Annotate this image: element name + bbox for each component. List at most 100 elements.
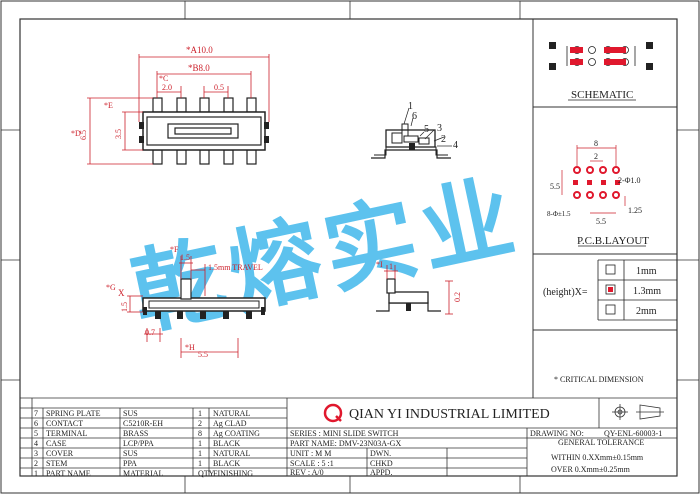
- callout-1: 1: [408, 101, 413, 112]
- pcb-r125: 1.25: [628, 206, 642, 215]
- bom-no-cell: 2: [34, 459, 38, 468]
- drawing-no-label: DRAWING NO:: [530, 429, 584, 438]
- top-view: *A10.0 *B8.0 *C 2.0 0.5 *D 6.5 *E 3.5: [71, 45, 270, 165]
- dim-side: 0.2: [453, 292, 462, 302]
- bom-no-cell: 4: [34, 439, 38, 448]
- company-logo: [323, 403, 343, 423]
- dim-a: *A10.0: [186, 45, 213, 55]
- schematic-diagram: [549, 42, 653, 101]
- dim-i: *I: [376, 260, 383, 269]
- bom-finish-cell: NATURAL: [213, 449, 250, 458]
- pcb-bot: 8-Φ±1.5: [547, 210, 571, 218]
- dim-f: *F: [170, 245, 179, 254]
- side-view: 1 6 5 3 2 4: [371, 101, 458, 159]
- bom-finish-cell: NATURAL: [213, 409, 250, 418]
- pcb-w8: 8: [594, 139, 598, 148]
- height-option-1-3mm: 1.3mm: [633, 286, 661, 297]
- bom-qty-cell: 2: [198, 419, 202, 428]
- projection-symbol: [612, 404, 664, 420]
- bom-material-cell: BRASS: [123, 429, 148, 438]
- tolerance-within: WITHIN 0.XXmm±0.15mm: [551, 453, 644, 462]
- tolerance-title: GENERAL TOLERANCE: [558, 438, 644, 447]
- height-option-2mm: 2mm: [636, 306, 657, 317]
- dim-e: *E: [104, 101, 113, 110]
- callout-2: 2: [441, 134, 446, 145]
- rev-text: REV : A/0: [290, 468, 324, 477]
- dim-c: *C: [159, 74, 168, 83]
- dim-d: *D: [71, 129, 81, 138]
- dim-travel: 1.5mm TRAVEL: [208, 263, 263, 272]
- bom-no-cell: 5: [34, 429, 38, 438]
- tolerance-over: OVER 0.Xmm±0.25mm: [551, 465, 631, 474]
- bom-part-cell: CASE: [46, 439, 67, 448]
- right-column-frame: [532, 19, 677, 398]
- pcb-w2: 2: [594, 152, 598, 161]
- dim-b: *B8.0: [188, 63, 210, 73]
- dim-seven: 0.7: [145, 328, 155, 337]
- dim-half: 0.5: [214, 83, 224, 92]
- critical-dimension-note: * CRITICAL DIMENSION: [554, 375, 644, 384]
- bom-qty-cell: 1: [198, 459, 202, 468]
- dim-d-value: 6.5: [79, 130, 88, 140]
- company-name: QIAN YI INDUSTRIAL LIMITED: [349, 407, 550, 422]
- bom-finish-cell: FINISHING: [213, 469, 253, 478]
- bom-no-cell: 3: [34, 449, 38, 458]
- bom-part-cell: COVER: [46, 449, 74, 458]
- bom-finish-cell: Ag CLAD: [213, 419, 247, 428]
- bom-material-cell: SUS: [123, 409, 138, 418]
- bom-material-cell: PPA: [123, 459, 137, 468]
- unit-text: UNIT : M M: [290, 449, 331, 458]
- height-option-1mm: 1mm: [636, 266, 657, 277]
- bom-material-cell: MATERIAL: [123, 469, 164, 478]
- title-block-frame: [20, 397, 677, 476]
- bom-no-cell: 1: [34, 469, 38, 478]
- dim-x: X: [118, 288, 125, 298]
- bom-finish-cell: BLACK: [213, 459, 240, 468]
- callout-6: 6: [412, 111, 417, 122]
- drawing-no: QY-ENL-60003-1: [604, 429, 662, 438]
- bom-part-cell: PART NAME: [46, 469, 91, 478]
- dim-f-value: 1.5: [180, 253, 190, 262]
- height-checkbox-1-3mm[interactable]: [608, 287, 613, 292]
- pcb-hole: 2-Φ1.0: [618, 176, 641, 185]
- dim-h: *H: [185, 343, 195, 352]
- pcb-w55: 5.5: [596, 217, 606, 226]
- bom-finish-cell: BLACK: [213, 439, 240, 448]
- height-label: (height)X=: [543, 287, 588, 298]
- front-view: *F 1.5 1.5mm TRAVEL *G X 1.5 0.7 *H 5.5: [106, 245, 266, 359]
- bom-part-cell: STEM: [46, 459, 67, 468]
- bom-material-cell: SUS: [123, 449, 138, 458]
- bom-qty-cell: QTY: [198, 469, 215, 478]
- dim-g: *G: [106, 283, 116, 292]
- pcb-layout-diagram: [561, 145, 646, 247]
- bom-part-cell: SPRING PLATE: [46, 409, 101, 418]
- bom-no-cell: 6: [34, 419, 38, 428]
- callout-4: 4: [453, 140, 458, 151]
- bom-qty-cell: 1: [198, 439, 202, 448]
- appd-text: APPD.: [370, 468, 392, 477]
- dim-g-value: 1.5: [120, 302, 129, 312]
- bom-part-cell: TERMINAL: [46, 429, 87, 438]
- callout-5: 5: [424, 124, 429, 135]
- chkd-text: CHKD: [370, 459, 393, 468]
- callout-3: 3: [437, 123, 442, 134]
- bom-finish-cell: Ag COATING: [213, 429, 260, 438]
- schematic-title: SCHEMATIC: [571, 89, 633, 101]
- bom-qty-cell: 1: [198, 409, 202, 418]
- dwn-text: DWN.: [370, 449, 391, 458]
- series-text: SERIES : MINI SLIDE SWITCH: [290, 429, 399, 438]
- dim-e-value: 3.5: [114, 129, 123, 139]
- scale-text: SCALE : 5 :1: [290, 459, 334, 468]
- dim-i-value: 1: [389, 262, 393, 271]
- bom-qty-cell: 8: [198, 429, 202, 438]
- pcb-h55: 5.5: [550, 182, 560, 191]
- bom-qty-cell: 1: [198, 449, 202, 458]
- bom-no-cell: 7: [34, 409, 38, 418]
- small-side-view: *I 1 0.2: [376, 260, 462, 315]
- part-name-text: PART NAME: DMV-23N03A-GX: [290, 439, 401, 448]
- pcb-title: P.C.B.LAYOUT: [577, 235, 649, 247]
- bom-material-cell: LCP/PPA: [123, 439, 154, 448]
